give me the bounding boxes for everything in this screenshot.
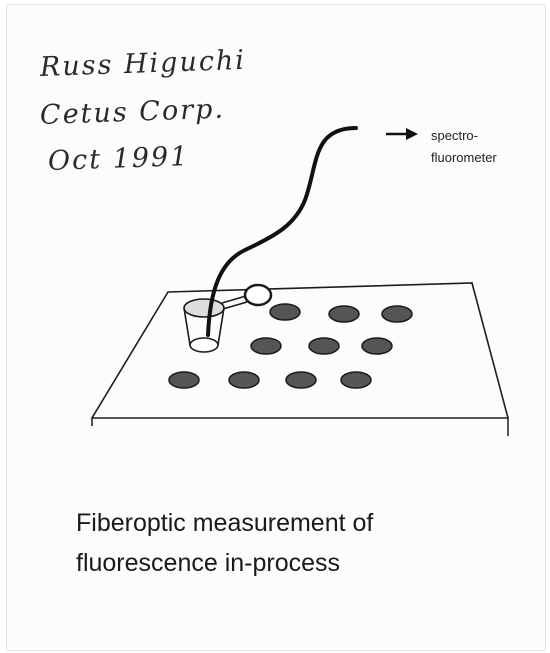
caption-line2: fluorescence in-process xyxy=(76,549,341,577)
fiberoptic-cable xyxy=(206,126,358,337)
well xyxy=(269,303,301,321)
well xyxy=(168,371,200,389)
open-well-ring xyxy=(243,283,273,307)
spectrofluorometer-label-line2: fluorometer xyxy=(431,150,497,165)
arrow-icon xyxy=(386,128,418,140)
handwritten-date: Oct 1991 xyxy=(47,141,190,177)
table-top xyxy=(90,282,510,419)
well xyxy=(361,337,393,355)
well xyxy=(228,371,260,389)
well xyxy=(250,337,282,355)
well xyxy=(328,305,360,323)
sample-tube xyxy=(183,298,225,353)
well xyxy=(308,337,340,355)
caption-line1: Fiberoptic measurement of xyxy=(76,509,374,537)
well xyxy=(381,305,413,323)
paper-sheet xyxy=(6,4,546,651)
well xyxy=(340,371,372,389)
handwritten-affiliation: Cetus Corp. xyxy=(39,93,226,131)
well xyxy=(285,371,317,389)
spectrofluorometer-label-line1: spectro- xyxy=(431,128,478,143)
